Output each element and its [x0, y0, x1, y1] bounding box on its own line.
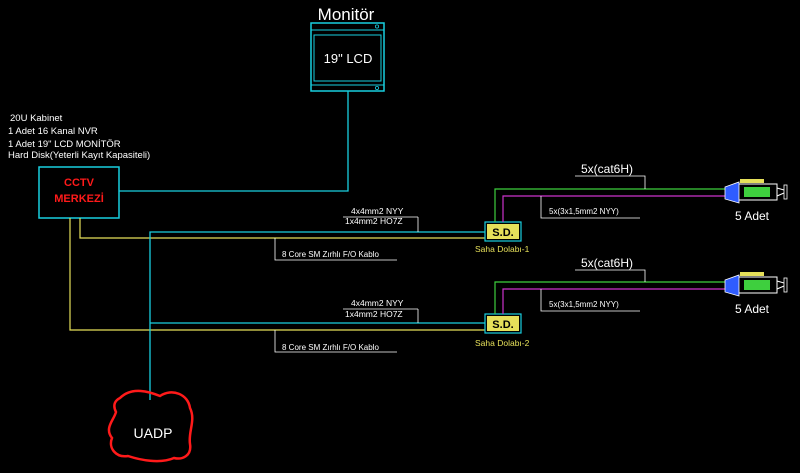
cab2-fiber-cable: 8 Core SM Zırhlı F/O Kablo [282, 343, 379, 352]
center-desc-line-2: 1 Adet 16 Kanal NVR [8, 126, 98, 137]
cab1-camera-count: 5 Adet [735, 209, 770, 223]
center-desc-line-1: 20U Kabinet [10, 113, 63, 124]
cab1-fiber-cable: 8 Core SM Zırhlı F/O Kablo [282, 250, 379, 259]
power-line-1 [149, 231, 485, 400]
cab2-data-leader [575, 269, 646, 282]
cab1-ground-cable: 1x4mm2 HO7Z [345, 216, 403, 226]
cab2-label: Saha Dolabı-2 [475, 338, 530, 348]
center-description: 20U Kabinet 1 Adet 16 Kanal NVR 1 Adet 1… [8, 113, 150, 161]
cab1-badge: S.D. [492, 227, 513, 239]
cab1-data-leader [575, 175, 646, 189]
cab1-fiber-leader [274, 238, 397, 261]
fiber-line-1 [79, 218, 485, 239]
monitor-link-line [119, 91, 349, 192]
cctv-center-name-2: MERKEZİ [54, 192, 104, 205]
cab2-camera-power-leader [540, 289, 640, 312]
cab1-camera-power-cable: 5x(3x1,5mm2 NYY) [549, 207, 619, 216]
cab2-camera-count: 5 Adet [735, 302, 770, 316]
camera-icon [724, 272, 788, 297]
cab2-badge-bg [487, 316, 519, 331]
cctv-center-box [38, 166, 120, 219]
monitor-title: Monitör [318, 5, 375, 24]
cab2-ground-cable: 1x4mm2 HO7Z [345, 309, 403, 319]
cab1-badge-bg [487, 224, 519, 239]
cab1-camera-power-line [502, 195, 725, 222]
uadp-label: UADP [134, 425, 173, 441]
cab2-data-line [494, 281, 725, 314]
fiber-line-2 [69, 218, 485, 331]
cab2-power-cable: 4x4mm2 NYY [351, 298, 404, 308]
uadp-outline [107, 389, 194, 463]
center-desc-line-3: 1 Adet 19" LCD MONİTÖR [8, 139, 121, 150]
cab2-camera-power-cable: 5x(3x1,5mm2 NYY) [549, 300, 619, 309]
cab1-data-cable: 5x(cat6H) [581, 162, 633, 176]
cab2-fiber-leader [274, 330, 397, 353]
cctv-center-name-1: CCTV [64, 177, 95, 189]
cab1-camera-power-leader [540, 196, 640, 219]
center-desc-line-4: Hard Disk(Yeterli Kayıt Kapasiteli) [8, 150, 150, 161]
cab2-data-cable: 5x(cat6H) [581, 256, 633, 270]
camera-icon [724, 179, 788, 204]
cab2-badge: S.D. [492, 319, 513, 331]
cab1-power-cable: 4x4mm2 NYY [351, 206, 404, 216]
cab1-data-line [494, 188, 725, 222]
cab2-camera-power-line [502, 288, 725, 314]
monitor-screen-label: 19" LCD [324, 51, 373, 66]
cab1-label: Saha Dolabı-1 [475, 244, 530, 254]
